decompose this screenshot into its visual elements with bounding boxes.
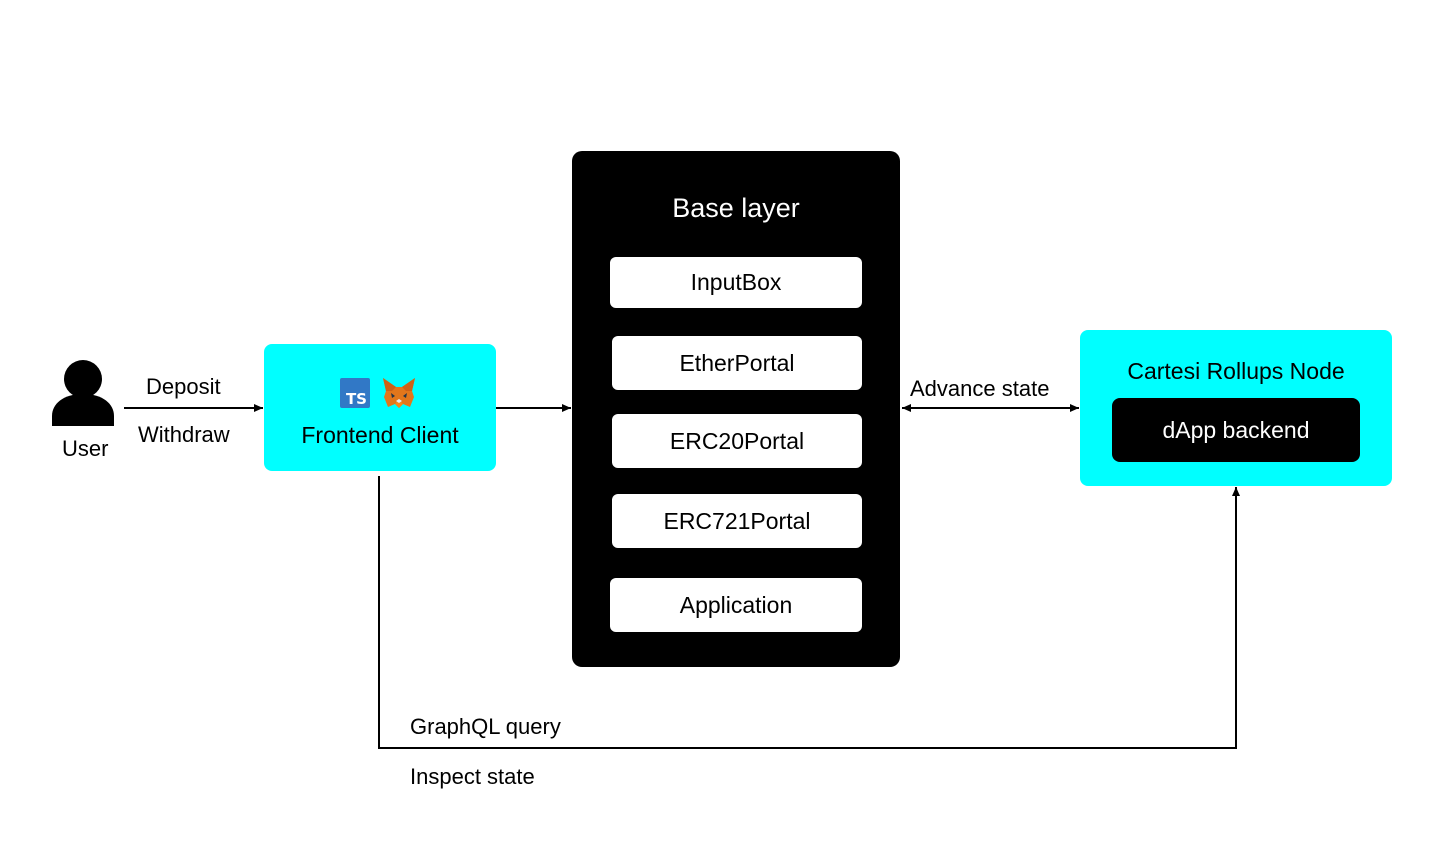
deposit-label: Deposit [146, 374, 221, 399]
contract-application: Application [610, 578, 862, 632]
ts-badge-text: TS [345, 390, 367, 408]
graphql-query-label: GraphQL query [410, 714, 561, 739]
contract-erc20portal: ERC20Portal [612, 414, 862, 468]
user-icon [52, 360, 114, 426]
withdraw-label: Withdraw [138, 422, 230, 447]
inspect-state-label: Inspect state [410, 764, 535, 789]
graphql-query-arrow [378, 476, 1240, 749]
dapp-backend-label: dApp backend [1162, 416, 1310, 443]
advance-state-label: Advance state [910, 376, 1050, 401]
base-layer-title: Base layer [672, 193, 800, 223]
cartesi-node-title: Cartesi Rollups Node [1127, 358, 1345, 384]
cartesi-rollups-node-box: Cartesi Rollups Node dApp backend [1080, 330, 1392, 486]
contract-inputbox: InputBox [610, 257, 862, 308]
frontend-client-box: TS Frontend Client [264, 344, 496, 471]
dapp-backend-box: dApp backend [1112, 398, 1360, 462]
user-label: User [62, 436, 109, 461]
contract-erc721portal: ERC721Portal [612, 494, 862, 548]
contract-etherportal: EtherPortal [612, 336, 862, 390]
frontend-client-title: Frontend Client [301, 422, 459, 448]
user-node: User [50, 358, 116, 463]
typescript-icon: TS [340, 378, 370, 408]
metamask-fox-icon [383, 378, 415, 408]
